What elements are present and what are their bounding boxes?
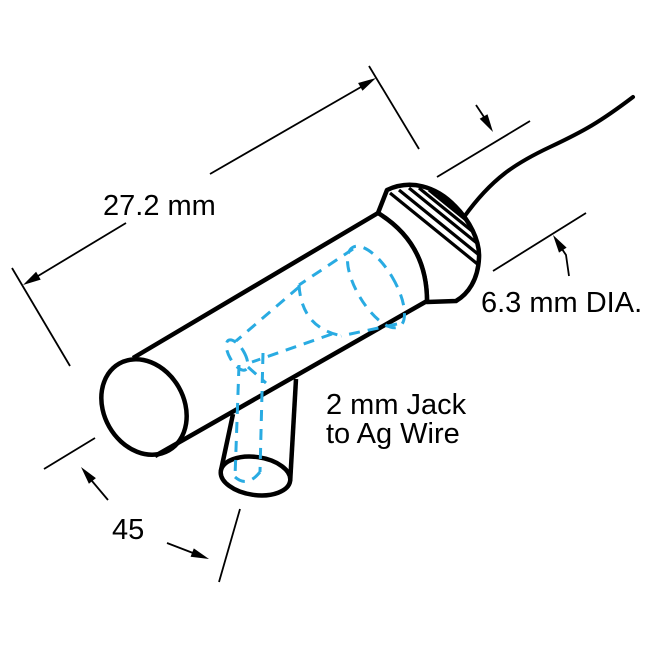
dim-angle-label: 45 — [112, 514, 144, 546]
jack-annotation-line2: to Ag Wire — [326, 418, 460, 450]
jack-leg-bottom — [233, 471, 262, 483]
jack-bore-opening — [345, 244, 407, 330]
arrowhead — [190, 548, 209, 559]
dim-length-ext-right — [368, 65, 420, 150]
dim-angle-ext-barrel — [43, 437, 96, 470]
dim-diameter-ext-top — [436, 120, 531, 178]
internal-jack-hidden-lines — [224, 244, 407, 483]
dim-angle-ext-leg — [218, 508, 241, 583]
dim-diameter-ext-bottom — [492, 212, 587, 272]
arrowhead — [81, 467, 96, 484]
dim-length-label: 27.2 mm — [103, 190, 216, 222]
cap-collar-edge — [376, 211, 430, 302]
dim-diameter-label: 6.3 mm DIA. — [481, 287, 642, 319]
dim-diameter — [436, 104, 587, 277]
jack-tube-end — [224, 338, 250, 372]
lead-wire — [462, 95, 635, 219]
dim-length — [11, 65, 420, 367]
dim-angle — [43, 437, 241, 583]
arrowhead — [23, 271, 41, 285]
arrowhead — [479, 114, 493, 132]
side-port-tube — [218, 376, 299, 498]
dim-length-ext-left — [11, 267, 71, 367]
arrowhead — [553, 235, 567, 253]
probe-barrel — [99, 211, 430, 458]
jack-annotation-line1: 2 mm Jack — [326, 389, 467, 421]
arrowhead — [358, 78, 376, 91]
jack-annotation: 2 mm Jack to Ag Wire — [326, 389, 467, 450]
